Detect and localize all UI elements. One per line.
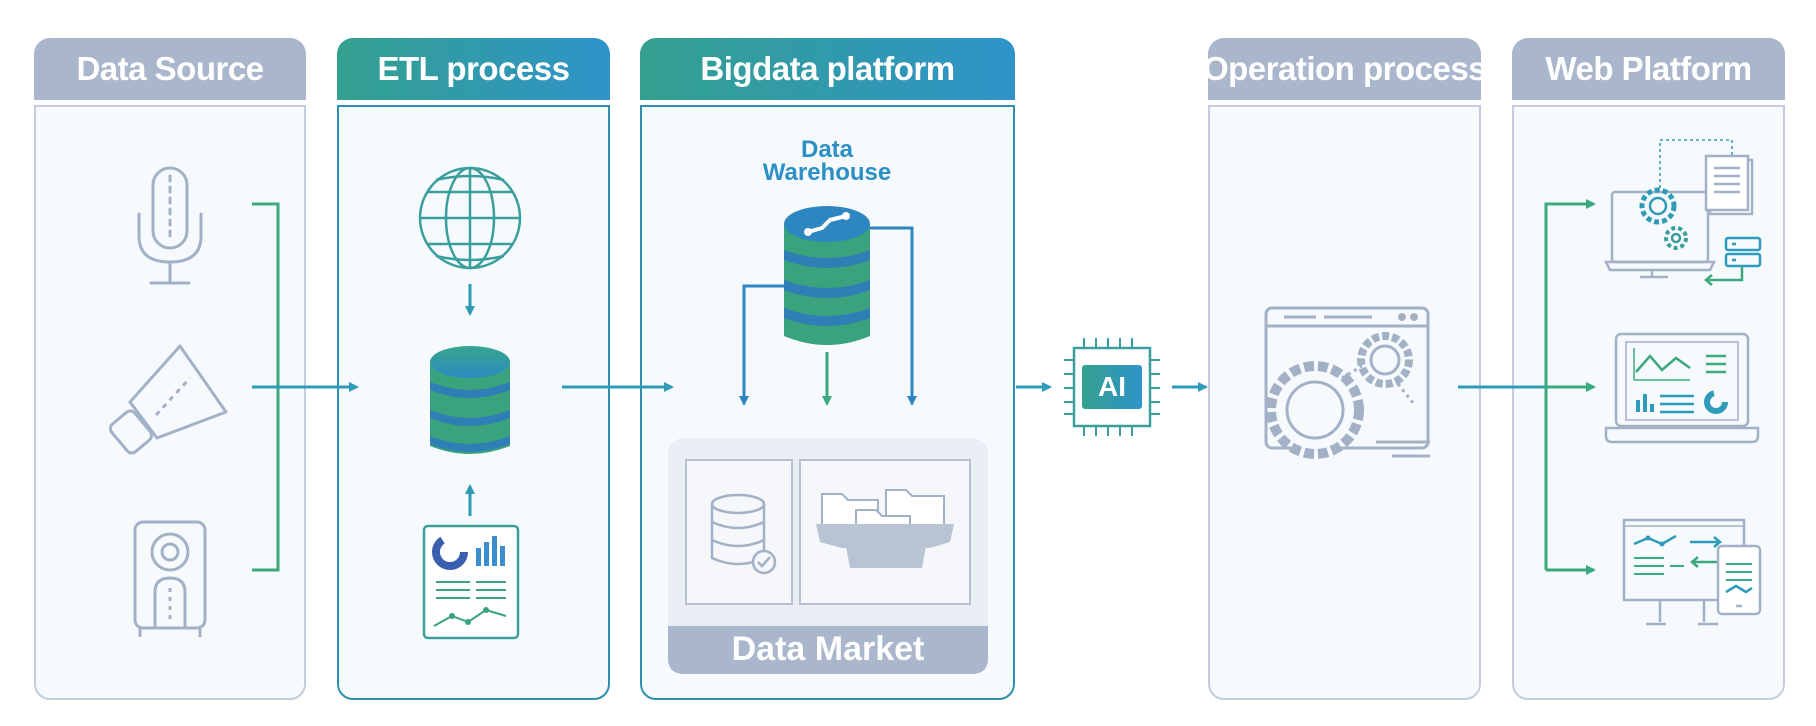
warehouse-database-icon bbox=[784, 206, 870, 345]
ai-chip-label: AI bbox=[1098, 371, 1126, 402]
database-icon bbox=[430, 346, 510, 454]
warehouse-distribution-arrows bbox=[739, 226, 917, 406]
speaker-icon bbox=[133, 520, 207, 637]
source-merge-connector bbox=[252, 202, 359, 572]
ai-chip-icon bbox=[1064, 338, 1160, 436]
laptop-analytics-icon bbox=[1604, 332, 1760, 444]
globe-icon bbox=[418, 166, 522, 270]
megaphone-icon bbox=[108, 344, 228, 455]
microphone-icon bbox=[137, 166, 203, 285]
computer-settings-icon bbox=[1603, 139, 1762, 286]
data-warehouse-label: Data Warehouse bbox=[747, 136, 907, 186]
report-document-icon bbox=[422, 524, 520, 640]
data-market-label: Data Market bbox=[731, 630, 925, 668]
operation-to-web-arrows bbox=[1458, 199, 1596, 575]
data-warehouse-label-line2: Warehouse bbox=[762, 159, 892, 186]
file-folders-icon bbox=[816, 489, 954, 568]
stage-title-operation: Operation process bbox=[1203, 38, 1487, 100]
stage-title-web: Web Platform bbox=[1512, 38, 1785, 100]
stage-title-data-source: Data Source bbox=[34, 38, 306, 100]
database-check-icon bbox=[710, 493, 777, 575]
data-warehouse-label-line1: Data bbox=[800, 136, 854, 163]
stage-title-etl: ETL process bbox=[337, 38, 610, 100]
stage-title-bigdata: Bigdata platform bbox=[640, 38, 1015, 100]
browser-gears-icon bbox=[1264, 306, 1430, 459]
multi-device-icon bbox=[1622, 518, 1762, 626]
